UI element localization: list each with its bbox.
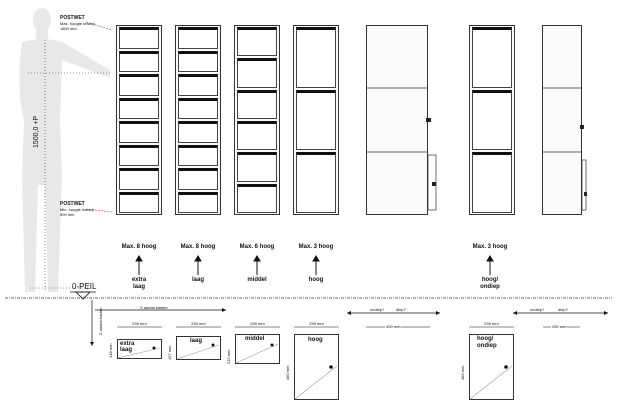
drawer (119, 144, 159, 166)
drawer (237, 183, 277, 213)
width-label-1: 290 mm (132, 321, 147, 326)
cabinet-middel (234, 25, 280, 215)
drawer (472, 89, 512, 151)
drawer (237, 152, 277, 182)
width-label-2: 290 mm (191, 321, 206, 326)
front-middel (235, 334, 280, 364)
max-label-5: Max. 3 hoog (472, 244, 508, 250)
drawer (178, 74, 218, 96)
cabinet-extra-laag (116, 25, 162, 215)
drawer (296, 27, 336, 88)
drawer (178, 97, 218, 119)
drawer (178, 168, 218, 190)
drawer (178, 144, 218, 166)
x-axis-label: X aantal kasten (140, 305, 168, 310)
front-label-1: extra laag (120, 341, 135, 353)
front-extra-laag (117, 339, 162, 359)
max-label-2: Max. 8 hoog (180, 244, 216, 250)
postwet-top-label: POSTWET Max. hoogte inworp 1800 mm (60, 15, 95, 32)
drawer (472, 152, 512, 213)
cabinet-hoog-ondiep (469, 25, 515, 215)
max-label-4: Max. 3 hoog (298, 244, 334, 250)
type-label-1: extra laag (131, 277, 147, 290)
depth-ondiep-label-2: ondiep? (530, 307, 545, 312)
drawer (178, 121, 218, 143)
zero-peil-label: 0-PEIL (72, 282, 97, 291)
drawer (237, 121, 277, 151)
front-label-3: middel (245, 336, 265, 342)
max-label-3: Max. 6 hoog (239, 244, 275, 250)
depth-diep-label-1: diep? (396, 307, 406, 312)
drawer (178, 50, 218, 72)
drawer (119, 74, 159, 96)
width-label-5: 290 mm (484, 321, 499, 326)
drawer (178, 27, 218, 49)
drawer (296, 152, 336, 213)
drawer (237, 58, 277, 88)
width-250-label: 250 mm (551, 324, 568, 329)
drawer (119, 168, 159, 190)
drawer (119, 191, 159, 213)
type-label-3: middel (247, 277, 267, 283)
cabinet-side-view-ondiep (542, 25, 582, 215)
front-label-2: laag (190, 338, 203, 344)
drawer (472, 27, 512, 88)
type-label-5: hoog/ ondiep (480, 277, 500, 290)
drawer (119, 121, 159, 143)
drawer (178, 191, 218, 213)
front-label-5: hoog/ ondiep (477, 336, 497, 349)
postwet-bottom-label: POSTWET Min. hoogte inworp 500 mm (60, 201, 94, 218)
drawer (237, 27, 277, 57)
drawer (119, 50, 159, 72)
depth-diep-label-2: diep? (558, 307, 568, 312)
front-laag (176, 336, 221, 360)
front-label-4: hoog (308, 337, 323, 343)
drawer (296, 89, 336, 151)
max-label-1: Max. 8 hoog (121, 244, 157, 250)
drawer (119, 97, 159, 119)
cabinet-laag (175, 25, 221, 215)
type-label-2: laag (191, 277, 204, 283)
cabinet-side-view (366, 25, 428, 215)
type-label-4: hoog (308, 277, 324, 283)
width-label-3: 290 mm (250, 321, 265, 326)
cabinet-hoog (293, 25, 339, 215)
width-label-4: 290 mm (309, 321, 324, 326)
human-silhouette-icon (19, 8, 110, 292)
drawer (237, 89, 277, 119)
width-400-label: 400 mm (385, 324, 402, 329)
depth-ondiep-label-1: ondiep? (370, 307, 385, 312)
drawer (119, 27, 159, 49)
